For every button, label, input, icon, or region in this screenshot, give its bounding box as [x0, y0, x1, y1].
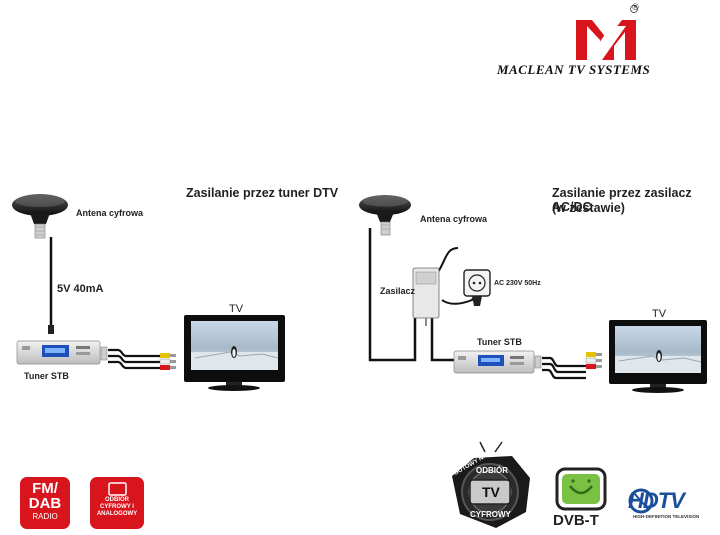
ac-voltage-label: AC 230V 50Hz	[494, 280, 541, 287]
stamp-top-text: ODBIÓR	[476, 466, 508, 475]
dvbt-label: DVB-T	[553, 512, 599, 529]
power-supply-label: Zasilacz	[380, 286, 416, 296]
maclean-logo-icon	[576, 5, 638, 60]
wall-socket-icon	[463, 269, 491, 306]
left-tuner-stb-icon	[16, 340, 108, 365]
right-rca-plugs	[585, 352, 602, 369]
left-antenna-icon	[12, 194, 68, 239]
left-tuner-label: Tuner STB	[24, 371, 69, 381]
hdtv-logo-icon	[628, 488, 654, 514]
right-rca-cable	[542, 356, 586, 380]
right-diagram-title-line1: Zasilanie przez zasilacz AC/DC	[552, 186, 692, 214]
right-diagram-title-line2: (w zestawie)	[552, 201, 625, 215]
registered-mark: ®	[632, 2, 639, 12]
right-tv-label: TV	[652, 308, 667, 320]
right-antenna-icon	[359, 195, 411, 236]
left-tv-label: TV	[229, 303, 244, 315]
hdtv-sub-label: HIGH-DEFINITION TELEVISION	[633, 514, 700, 519]
digital-analog-badge: ODBIÓR CYFROWY I ANALOGOWY	[90, 477, 144, 529]
digital-tv-stamp-icon	[452, 441, 530, 528]
hdtv-label: HDTV	[628, 488, 685, 513]
left-rca-plugs	[159, 353, 176, 370]
fm-dab-line3: RADIO	[32, 512, 58, 521]
digital-badge-line3: ANALOGOWY	[96, 511, 138, 517]
digital-badge-line2: CYFROWY I	[100, 504, 134, 510]
right-antenna-label: Antena cyfrowa	[420, 214, 488, 224]
left-antenna-label: Antena cyfrowa	[76, 208, 144, 218]
left-cable-plug	[48, 325, 54, 334]
right-tv-icon	[609, 320, 707, 393]
fm-dab-line2: DAB	[28, 495, 62, 512]
left-rca-cable	[108, 348, 160, 370]
fm-dab-line1: FM/	[32, 480, 58, 497]
right-power-cable	[437, 247, 479, 305]
right-supply-to-tuner-cable	[430, 318, 455, 362]
stamp-middle-text: TV	[482, 484, 500, 500]
stamp-bottom-text: CYFROWY	[470, 510, 511, 519]
right-tuner-stb-icon	[453, 350, 542, 374]
fm-dab-badge: FM/ DAB RADIO	[20, 477, 70, 529]
left-power-label: 5V 40mA	[57, 283, 104, 295]
brand-logo-text: MACLEAN TV SYSTEMS	[497, 62, 651, 77]
dvbt-logo-icon	[555, 467, 607, 511]
left-diagram-title: Zasilanie przez tuner DTV	[186, 186, 339, 200]
right-antenna-cable	[368, 228, 417, 362]
right-tuner-label: Tuner STB	[477, 337, 522, 347]
digital-badge-line1: ODBIÓR	[105, 497, 129, 503]
power-supply-icon	[412, 267, 440, 326]
left-tv-icon	[184, 315, 285, 391]
